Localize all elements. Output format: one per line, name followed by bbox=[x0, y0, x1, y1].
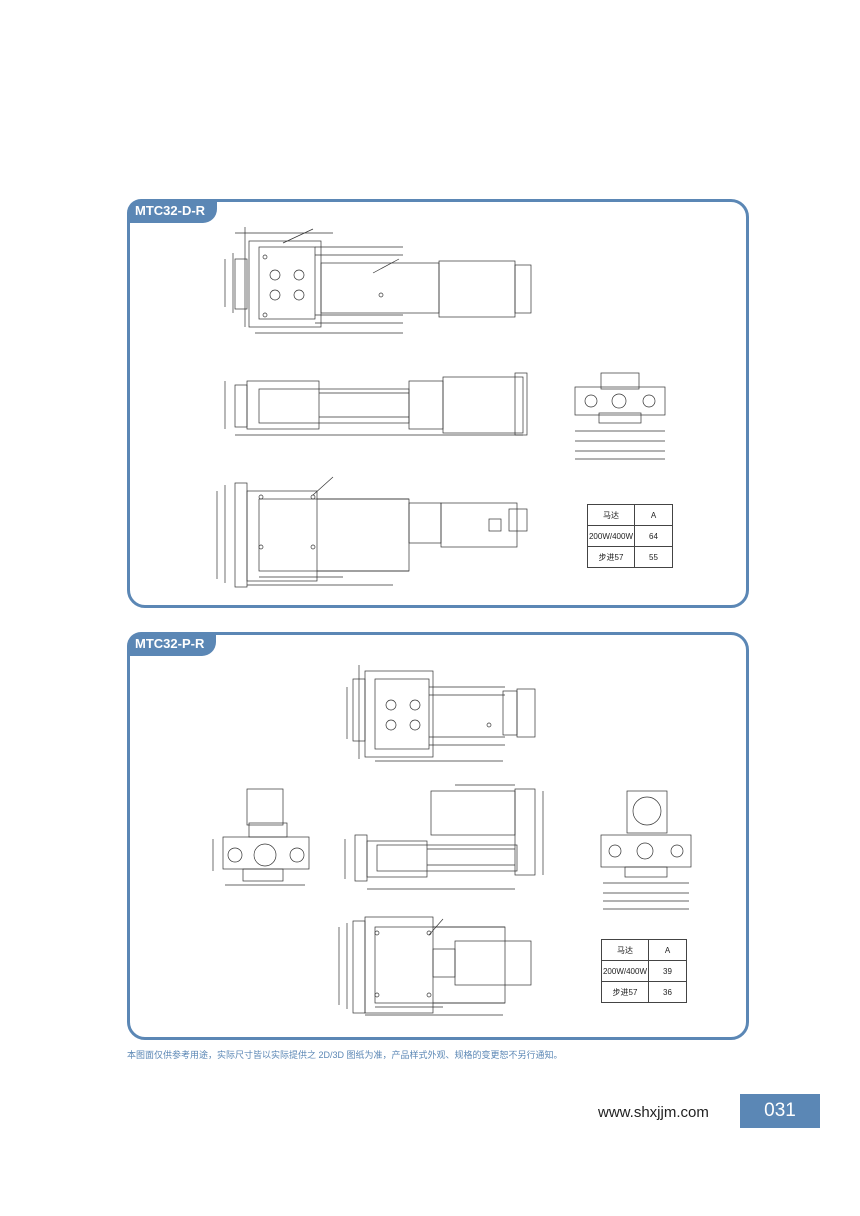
technical-drawing bbox=[212, 665, 692, 1016]
table-header: A bbox=[634, 504, 673, 526]
table-header: A bbox=[648, 939, 687, 961]
technical-drawing bbox=[216, 227, 666, 588]
end-view bbox=[574, 372, 666, 460]
website-link[interactable]: www.shxjjm.com bbox=[598, 1104, 709, 1121]
top-view bbox=[346, 665, 536, 762]
motor-spec-table: 马达 A 200W/400W 64 步进57 55 bbox=[587, 504, 673, 568]
table-cell: 200W/400W bbox=[587, 525, 635, 547]
drawing-panel-mtc32-d-r: MTC32-D-R bbox=[127, 199, 749, 608]
table-header: 马达 bbox=[601, 939, 649, 961]
side-view bbox=[344, 784, 544, 890]
left-end-view bbox=[212, 788, 310, 886]
panel-title: MTC32-P-R bbox=[127, 632, 217, 656]
bottom-view bbox=[216, 476, 528, 588]
table-cell: 步进57 bbox=[601, 981, 649, 1003]
disclaimer-footnote: 本图面仅供参考用途，实际尺寸皆以实际提供之 2D/3D 图纸为准，产品样式外观、… bbox=[127, 1050, 563, 1060]
side-view bbox=[224, 372, 528, 436]
table-cell: 200W/400W bbox=[601, 960, 649, 982]
motor-spec-table: 马达 A 200W/400W 39 步进57 36 bbox=[601, 939, 687, 1003]
panel-title: MTC32-D-R bbox=[127, 199, 218, 223]
table-cell: 64 bbox=[634, 525, 673, 547]
right-end-view bbox=[600, 790, 692, 910]
drawing-panel-mtc32-p-r: MTC32-P-R bbox=[127, 632, 749, 1040]
table-cell: 39 bbox=[648, 960, 687, 982]
table-header: 马达 bbox=[587, 504, 635, 526]
table-cell: 步进57 bbox=[587, 546, 635, 568]
table-cell: 55 bbox=[634, 546, 673, 568]
top-view bbox=[224, 227, 532, 334]
table-cell: 36 bbox=[648, 981, 687, 1003]
page-number: 031 bbox=[740, 1094, 820, 1128]
bottom-view bbox=[338, 916, 532, 1016]
